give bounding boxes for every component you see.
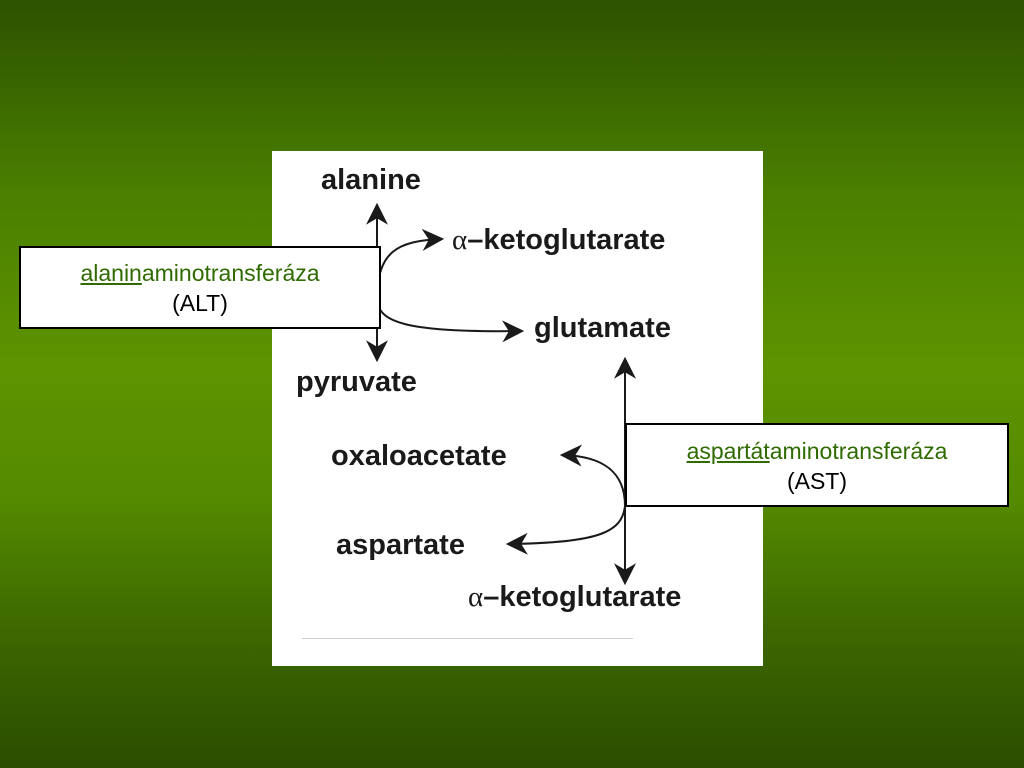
enzyme-prefix-ast: aspartát <box>686 438 770 464</box>
ast-curve-bottom <box>505 505 626 555</box>
enzyme-name-alt: alaninaminotransferáza <box>21 258 379 288</box>
enzyme-box-alt: alaninaminotransferáza (ALT) <box>19 246 381 329</box>
label-aspartate: aspartate <box>336 529 465 561</box>
enzyme-name-ast: aspartátaminotransferáza <box>627 436 1007 466</box>
label-oxaloacetate: oxaloacetate <box>331 440 507 472</box>
enzyme-box-ast: aspartátaminotransferáza (AST) <box>625 423 1009 507</box>
enzyme-abbr-ast: (AST) <box>786 468 848 494</box>
panel-divider <box>302 638 633 639</box>
transamination-diagram: alanine α–ketoglutarate glutamate pyruva… <box>296 164 681 613</box>
label-alpha-ketoglutarate-top: α–ketoglutarate <box>452 224 665 256</box>
label-alpha-ketoglutarate-bottom: α–ketoglutarate <box>468 581 681 613</box>
label-glutamate: glutamate <box>534 312 671 344</box>
alt-curve-in <box>376 228 445 302</box>
alt-curve-out <box>376 300 525 343</box>
diagram-panel: alanine α–ketoglutarate glutamate pyruva… <box>272 151 763 666</box>
enzyme-abbr-alt: (ALT) <box>172 290 228 316</box>
label-pyruvate: pyruvate <box>296 366 417 398</box>
enzyme-suffix-alt: aminotransferáza <box>141 260 320 286</box>
label-alanine: alanine <box>321 164 421 196</box>
enzyme-prefix-alt: alanin <box>80 260 142 286</box>
enzyme-suffix-ast: aminotransferáza <box>769 438 948 464</box>
ast-curve-top <box>559 444 626 507</box>
